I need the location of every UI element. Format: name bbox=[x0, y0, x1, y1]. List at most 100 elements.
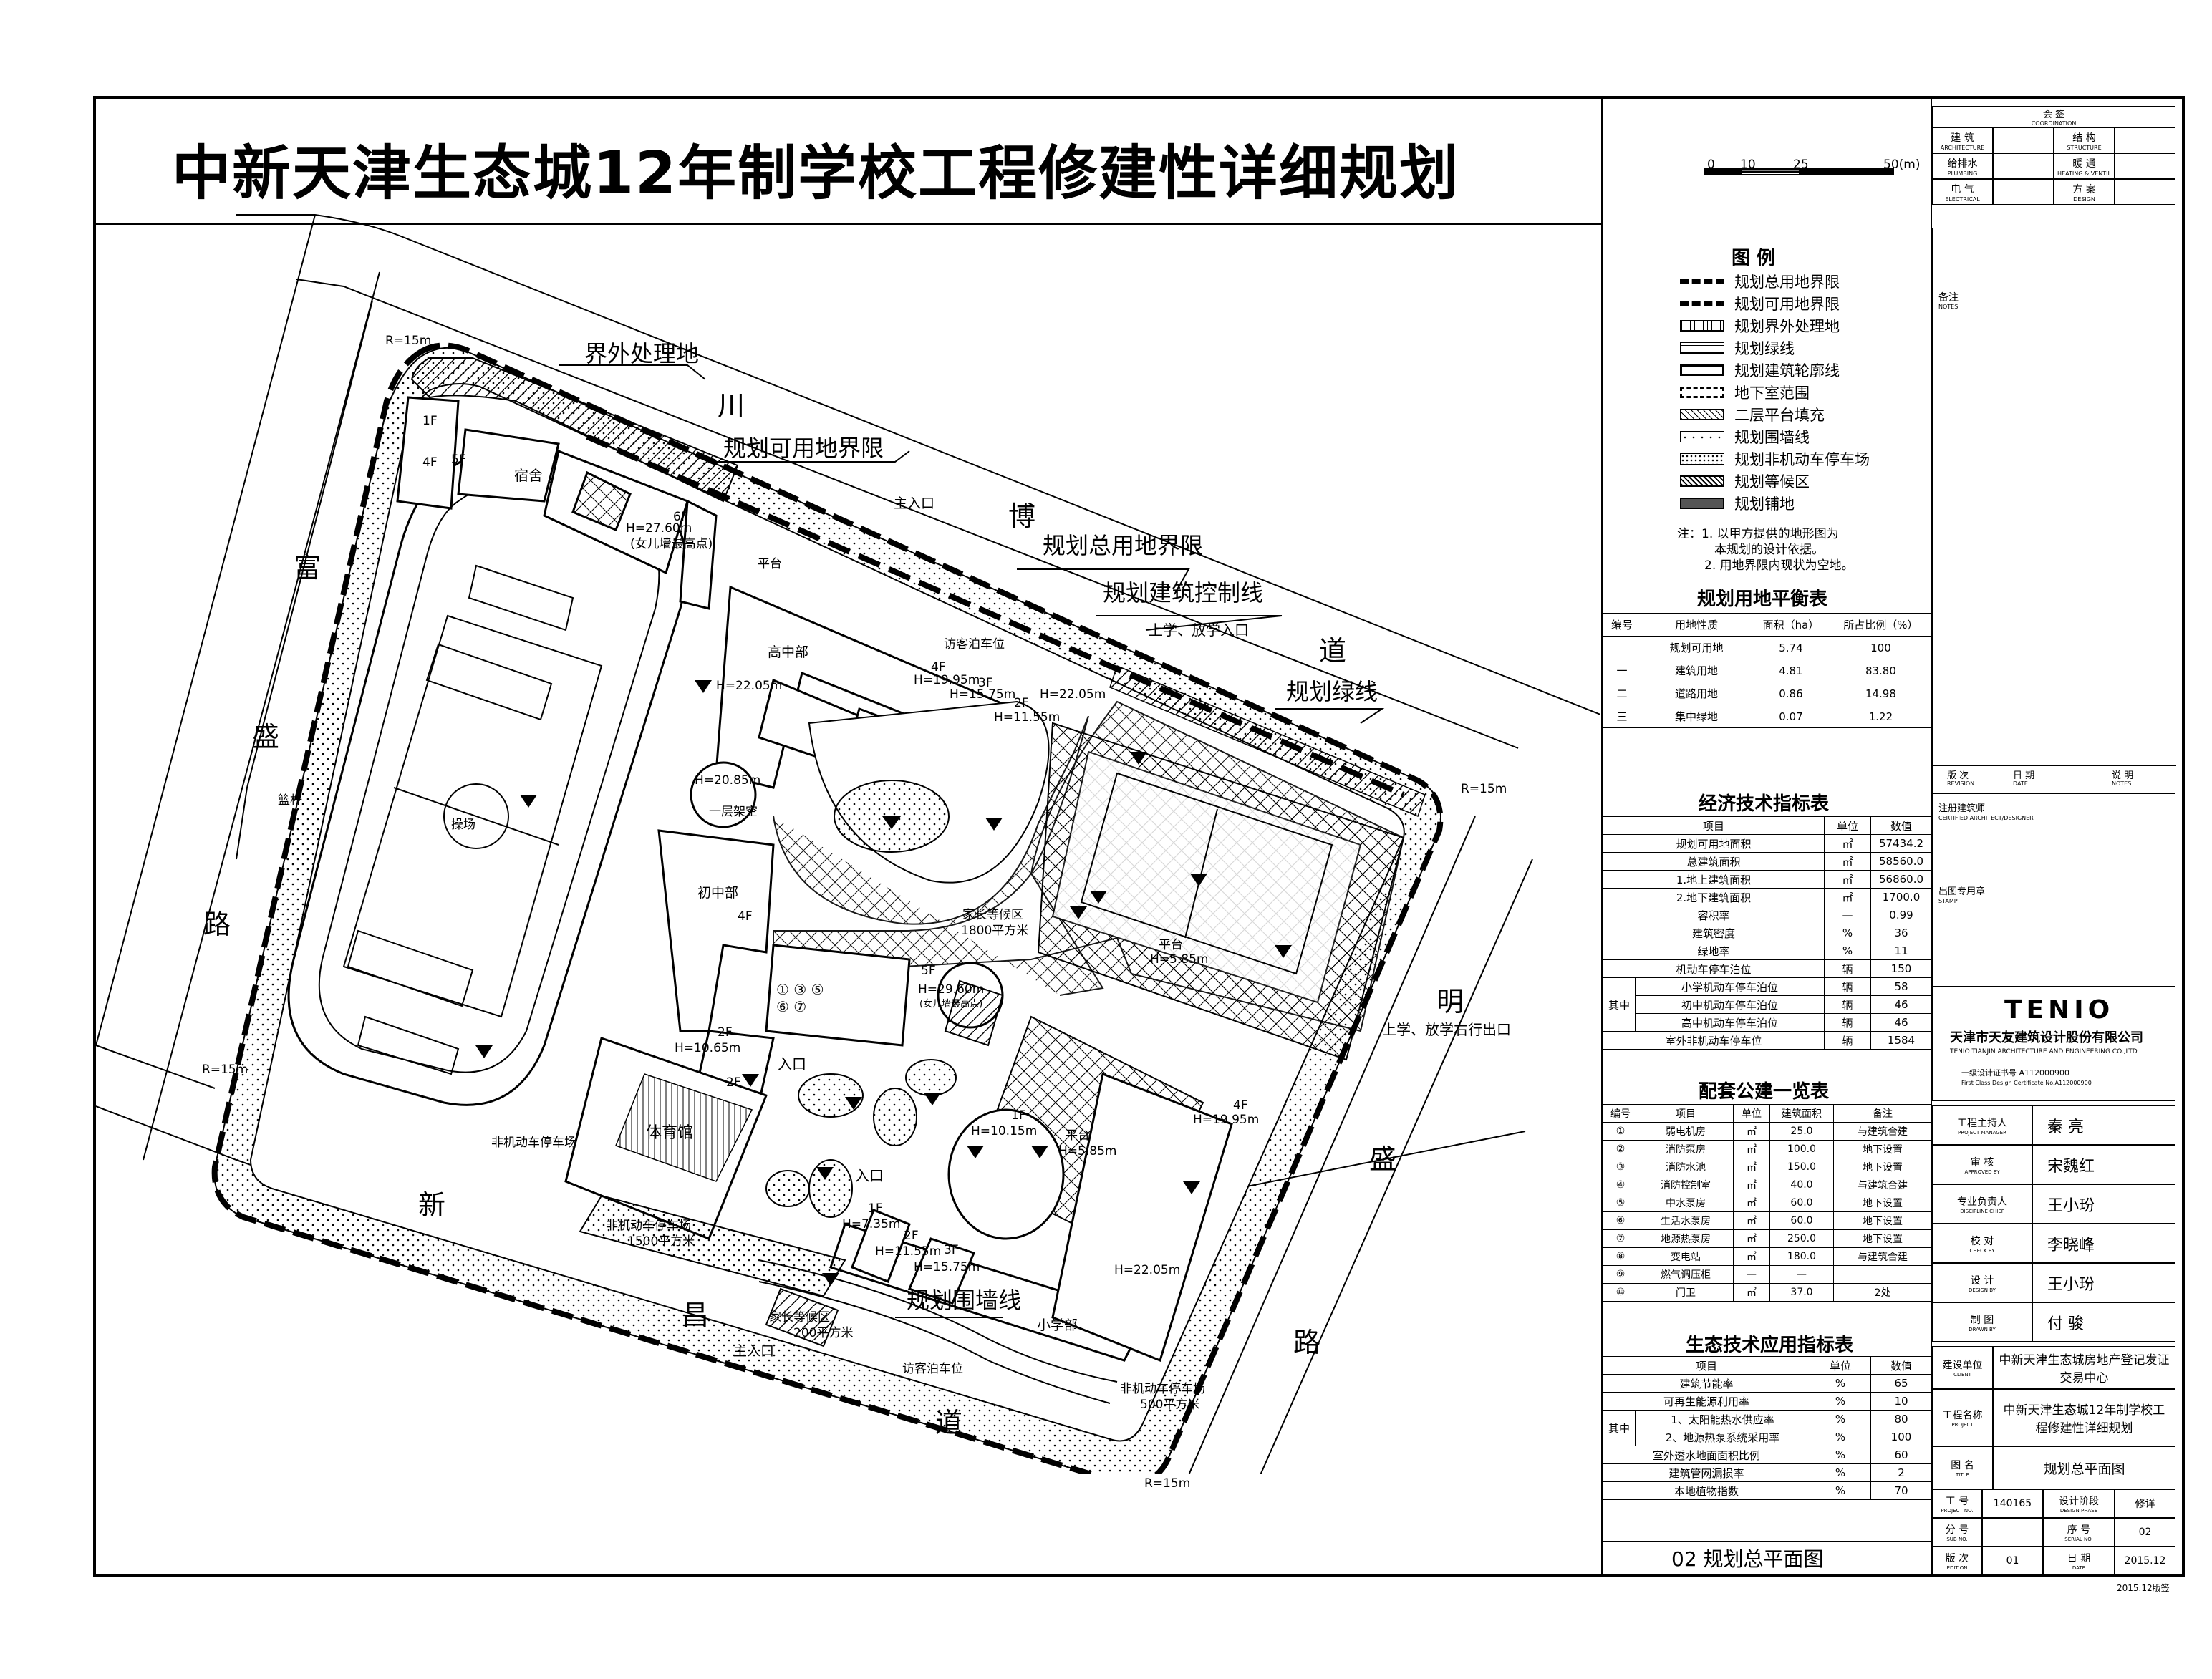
econ-r3-2: 1700.0 bbox=[1870, 888, 1932, 906]
eco-r2-1: % bbox=[1810, 1410, 1871, 1428]
label-tiyu: 体育馆 bbox=[646, 1124, 694, 1142]
eco-r1-0: 可再生能源利用率 bbox=[1603, 1392, 1810, 1411]
label-main-entry-n: 主入口 bbox=[894, 495, 935, 511]
eco-r0-2: 65 bbox=[1870, 1374, 1932, 1393]
label-entry-a: 入口 bbox=[778, 1055, 806, 1073]
role-3-label: 校 对 bbox=[1970, 1235, 1994, 1247]
fac-r4-0: ⑤ bbox=[1603, 1194, 1638, 1212]
tb-client-label-en: CLIENT bbox=[1953, 1372, 1971, 1378]
role-4-label: 设 计 bbox=[1970, 1274, 1994, 1287]
meta-2-0-en: EDITION bbox=[1946, 1565, 1968, 1571]
fac-r1-0: ② bbox=[1603, 1140, 1638, 1158]
legend-label-outside: 规划界外处理地 bbox=[1734, 318, 1840, 335]
econ-r0-2: 57434.2 bbox=[1870, 834, 1932, 853]
primary-school-block bbox=[829, 1015, 1233, 1363]
econ-r8-1: 辆 bbox=[1824, 977, 1871, 996]
legend-item-paving: 规划铺地 bbox=[1680, 494, 1795, 513]
scale-tick-50: 50(m) bbox=[1883, 158, 1921, 172]
scale-bar bbox=[1704, 168, 1894, 175]
title-divider bbox=[93, 223, 1603, 225]
fac-r6-0: ⑦ bbox=[1603, 1229, 1638, 1248]
meta-2-1-cn: 日 期 bbox=[2067, 1553, 2091, 1564]
fac-r0-3: 25.0 bbox=[1769, 1122, 1834, 1141]
fac-r3-4: 与建筑合建 bbox=[1833, 1176, 1932, 1194]
legend-item-basement: 地下室范围 bbox=[1680, 383, 1810, 402]
legend-item-bike: 规划非机动车停车场 bbox=[1680, 450, 1870, 468]
fac-r7-0: ⑧ bbox=[1603, 1247, 1638, 1266]
role-0-en: PROJECT MANAGER bbox=[1958, 1129, 2006, 1136]
label-h15-75-a: H=15.75m bbox=[950, 687, 1016, 702]
fac-h-2: 单位 bbox=[1733, 1104, 1770, 1123]
label-weiqiang: 规划围墙线 bbox=[907, 1287, 1022, 1314]
econ-r9-2: 46 bbox=[1870, 995, 1932, 1014]
footer-note: 2015.12版签 bbox=[2117, 1583, 2170, 1593]
page-title: 中新天津生态城12年制学校工程修建性详细规划 bbox=[172, 140, 1460, 208]
tb-disc-2-0-cn: 电 气 bbox=[1951, 183, 1974, 195]
econ-r2-0: 1.地上建筑面积 bbox=[1603, 870, 1825, 889]
label-pingtai-b: 平台 bbox=[1159, 938, 1183, 952]
fac-r1-2: ㎡ bbox=[1733, 1140, 1770, 1158]
meta-0-1-cn: 设计阶段 bbox=[2059, 1496, 2099, 1507]
legend-swatch-waiting bbox=[1680, 475, 1724, 487]
label-chuzhong: 初中部 bbox=[697, 885, 739, 901]
label-main-entry-s: 主入口 bbox=[733, 1343, 775, 1359]
legend-note-1: 注：1. 以甲方提供的地形图为 bbox=[1677, 527, 1839, 541]
fac-h-3: 建筑面积 bbox=[1769, 1104, 1834, 1123]
label-gaozhong: 高中部 bbox=[768, 644, 809, 660]
label-caochang: 操场 bbox=[451, 818, 475, 832]
road-xinchang-2: 昌 bbox=[682, 1300, 710, 1331]
label-jiazhang-b-area: 200平方米 bbox=[793, 1326, 854, 1340]
role-2-en: DISCIPLINE CHIEF bbox=[1960, 1208, 2004, 1214]
econ-r11-0: 室外非机动车停车位 bbox=[1603, 1031, 1825, 1050]
road-fusheng-2: 盛 bbox=[252, 721, 280, 753]
legend-label-wall: 规划围墙线 bbox=[1734, 429, 1810, 446]
label-h22-05-c: H=22.05m bbox=[1114, 1263, 1181, 1277]
label-3f-b: 3F bbox=[944, 1243, 959, 1257]
tb-disc-2-1-sign bbox=[2115, 179, 2175, 205]
label-school-exit: 上学、放学右行出口 bbox=[1382, 1021, 1511, 1038]
legend-item-wall: 规划围墙线 bbox=[1680, 427, 1810, 446]
label-xiaoxue: 小学部 bbox=[1037, 1317, 1078, 1333]
tb-disc-2-0-en: ELECTRICAL bbox=[1945, 195, 1980, 203]
fac-r0-0: ① bbox=[1603, 1122, 1638, 1141]
econ-r1-1: ㎡ bbox=[1824, 852, 1871, 871]
tb-disc-0-0-en: ARCHITECTURE bbox=[1940, 144, 1985, 151]
econ-r5-2: 36 bbox=[1870, 924, 1932, 942]
fac-r4-2: ㎡ bbox=[1733, 1194, 1770, 1212]
company-logo: TENIO bbox=[2004, 995, 2115, 1025]
fac-r5-0: ⑥ bbox=[1603, 1211, 1638, 1230]
legend-item-waiting: 规划等候区 bbox=[1680, 472, 1810, 490]
meta-1-val-a bbox=[1982, 1518, 2043, 1547]
road-mingsheng-2: 盛 bbox=[1369, 1143, 1397, 1175]
legend-item-usable: 规划可用地界限 bbox=[1680, 294, 1840, 313]
legend-swatch-basement bbox=[1680, 387, 1724, 398]
econ-r4-1: — bbox=[1824, 906, 1871, 924]
role-0-label: 工程主持人 bbox=[1957, 1117, 2007, 1129]
label-school-entry: 上学、放学入口 bbox=[1149, 621, 1249, 639]
econ-r5-0: 建筑密度 bbox=[1603, 924, 1825, 942]
label-facilities: ① ③ ⑤ ⑥ ⑦ bbox=[776, 981, 824, 1015]
tb-huiqian-en: COORDINATION bbox=[2031, 120, 2077, 127]
annotation-leaders bbox=[559, 364, 1385, 1318]
meta-1-val-b: 02 bbox=[2115, 1518, 2175, 1547]
tb-client: 中新天津生态城房地产登记发证交易中心 bbox=[1993, 1346, 2175, 1389]
label-h27-6: H=27.60m bbox=[626, 521, 692, 536]
tb-beizhu-en: NOTES bbox=[1938, 304, 1959, 310]
fac-r3-1: 消防控制室 bbox=[1638, 1176, 1734, 1194]
road-xinchang-3: 道 bbox=[935, 1407, 963, 1438]
legend-label-bike: 规划非机动车停车场 bbox=[1734, 451, 1870, 468]
econ-r10-0: 高中机动车停车泊位 bbox=[1635, 1013, 1825, 1032]
land-r2-0: 二 bbox=[1603, 682, 1641, 705]
tb-disc-1-0-en: PLUMBING bbox=[1947, 170, 1978, 177]
fac-r9-2: ㎡ bbox=[1733, 1283, 1770, 1302]
fac-r2-2: ㎡ bbox=[1733, 1158, 1770, 1176]
econ-h-1: 单位 bbox=[1824, 816, 1871, 835]
eco-r3-0: 2、地源热泵系统采用率 bbox=[1635, 1428, 1810, 1446]
